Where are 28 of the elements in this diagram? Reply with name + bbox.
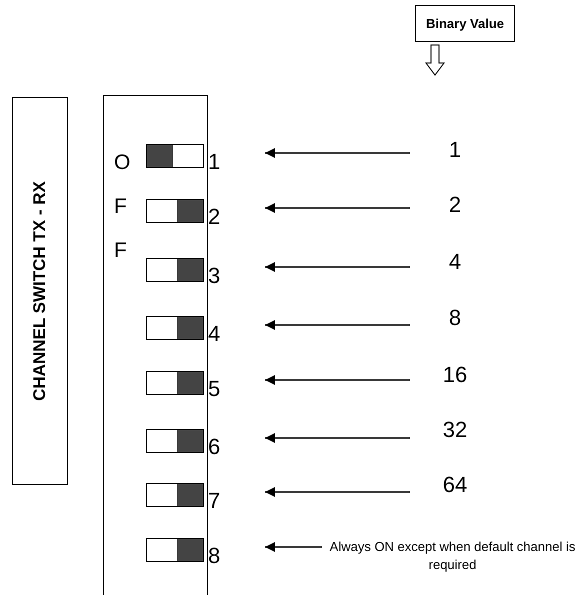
arrow bbox=[265, 203, 410, 213]
switch-number: 4 bbox=[208, 322, 220, 346]
off-label: OFF bbox=[114, 150, 132, 264]
switch-number: 2 bbox=[208, 205, 220, 229]
arrow bbox=[265, 487, 410, 497]
arrow bbox=[265, 433, 410, 443]
arrow bbox=[265, 375, 410, 385]
binary-value: 1 bbox=[448, 136, 462, 164]
arrow bbox=[265, 148, 410, 158]
arrow bbox=[265, 542, 322, 552]
header-box: Binary Value bbox=[415, 5, 515, 42]
switch-number: 7 bbox=[208, 489, 220, 513]
arrow bbox=[265, 320, 410, 330]
arrow bbox=[265, 262, 410, 272]
binary-value: 32 bbox=[442, 416, 468, 444]
hollow-arrow bbox=[425, 44, 445, 76]
binary-value: 2 bbox=[448, 191, 462, 219]
binary-value: 4 bbox=[448, 248, 462, 276]
title-box: CHANNEL SWITCH TX - RX bbox=[12, 97, 68, 485]
binary-value: 64 bbox=[442, 471, 468, 499]
switch-number: 3 bbox=[208, 264, 220, 288]
switch-number: 5 bbox=[208, 377, 220, 401]
binary-value: 16 bbox=[442, 361, 468, 389]
switch-number: 6 bbox=[208, 435, 220, 459]
switch-number: 1 bbox=[208, 150, 220, 174]
switch-number: 8 bbox=[208, 544, 220, 568]
note-text: Always ON except when default channel is required bbox=[328, 538, 576, 574]
binary-value: 8 bbox=[448, 304, 462, 332]
